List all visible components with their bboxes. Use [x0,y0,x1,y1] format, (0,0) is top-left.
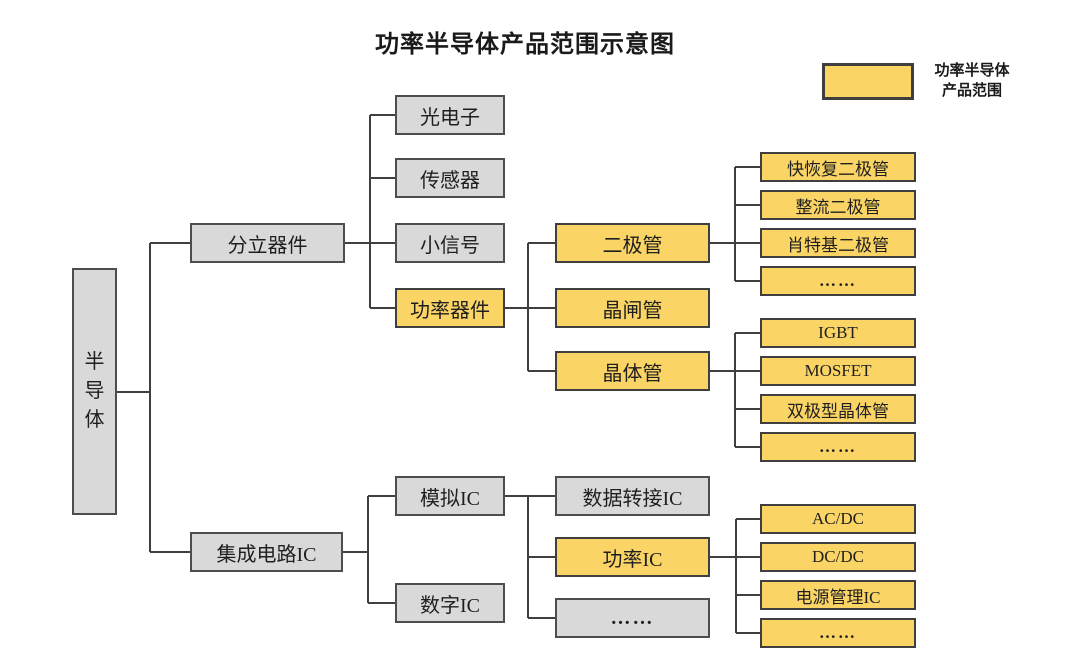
node-power-management-ic: 电源管理IC [760,580,916,610]
node-mosfet: MOSFET [760,356,916,386]
node-power-ic: 功率IC [555,537,710,577]
node-analog-ic-ellipsis: …… [555,598,710,638]
node-transistor: 晶体管 [555,351,710,391]
node-power-ic-ellipsis: …… [760,618,916,648]
node-ac-dc: AC/DC [760,504,916,534]
node-semiconductor-label: 半导体 [84,351,105,431]
node-igbt: IGBT [760,318,916,348]
node-integrated-circuit-ic: 集成电路IC [190,532,343,572]
node-schottky-diode: 肖特基二极管 [760,228,916,258]
node-data-interface-ic: 数据转接IC [555,476,710,516]
node-dc-dc: DC/DC [760,542,916,572]
node-digital-ic: 数字IC [395,583,505,623]
node-discrete-devices: 分立器件 [190,223,345,263]
node-fast-recovery-diode: 快恢复二极管 [760,152,916,182]
diagram-title: 功率半导体产品范围示意图 [375,31,675,58]
legend-label: 功率半导体 产品范围 [916,61,1028,101]
node-optoelectronics: 光电子 [395,95,505,135]
node-rectifier-diode: 整流二极管 [760,190,916,220]
node-power-devices: 功率器件 [395,288,505,328]
node-transistor-ellipsis: …… [760,432,916,462]
node-diode: 二极管 [555,223,710,263]
legend-label-line2: 产品范围 [941,82,1002,99]
node-semiconductor: 半导体 [72,268,117,515]
node-bipolar-transistor: 双极型晶体管 [760,394,916,424]
node-sensors: 传感器 [395,158,505,198]
legend-label-line1: 功率半导体 [934,62,1010,79]
node-thyristor: 晶闸管 [555,288,710,328]
node-analog-ic: 模拟IC [395,476,505,516]
legend-highlight-swatch [822,63,914,100]
node-small-signal: 小信号 [395,223,505,263]
node-diode-ellipsis: …… [760,266,916,296]
